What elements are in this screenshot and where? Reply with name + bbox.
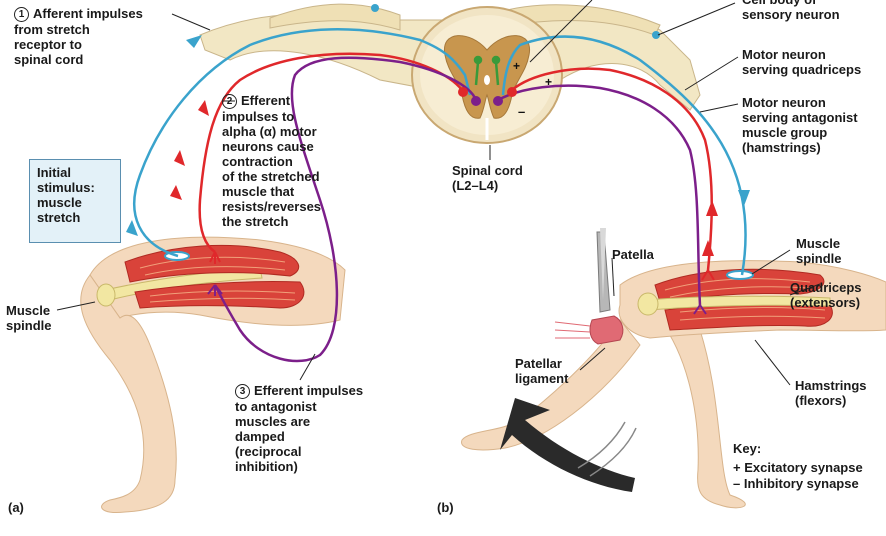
reflex-hammer [554, 228, 624, 345]
synapse-plus-right: + [545, 75, 552, 89]
efferent-antagonist-path-b [497, 84, 702, 306]
key-inhibitory: – Inhibitory synapse [733, 476, 859, 491]
lower-leg-a [80, 274, 177, 514]
step2-number: 2 [222, 94, 237, 109]
direction-arrows [126, 35, 750, 256]
muscle-spindle-a-label: Muscle spindle [6, 303, 52, 333]
efferent-antagonist-path-a [213, 56, 478, 363]
panel-a-label: (a) [8, 500, 24, 515]
synapse-plus-left: + [513, 59, 520, 73]
leg-b [461, 260, 886, 509]
step3-label: Efferent impulses to antagonist muscles … [235, 383, 364, 474]
patella-label: Patella [612, 247, 654, 262]
femur-b [644, 295, 831, 311]
initial-stimulus-label: Initial stimulus: muscle stretch [37, 165, 95, 225]
muscle-spindle-b-label: Muscle spindle [796, 236, 842, 266]
initial-stimulus-box: Initial stimulus: muscle stretch [29, 159, 121, 243]
quadriceps-label: Quadriceps (extensors) [790, 280, 862, 310]
cell-body-label: Cell body of sensory neuron [742, 0, 840, 22]
panel-b-label: (b) [437, 500, 454, 515]
spinal-cord-label: Spinal cord (L2–L4) [452, 163, 523, 193]
patellar-ligament-label: Patellar ligament [515, 356, 569, 386]
key-title: Key: [733, 441, 762, 456]
lower-leg-b [658, 319, 746, 509]
step3-number: 3 [235, 384, 250, 399]
synapse-minus: – [518, 104, 525, 119]
step1-label: Afferent impulses from stretch receptor … [14, 6, 143, 67]
step2-label: Efferent impulses to alpha (α) motor neu… [222, 93, 322, 229]
nerve-endings [207, 251, 715, 315]
sensory-cell-body-right [652, 31, 660, 39]
motor-antagonist-label: Motor neuron serving antagonist muscle g… [742, 95, 858, 155]
interneurons [473, 55, 501, 86]
leader-lines [56, 0, 821, 386]
efferent-alpha-path-a [198, 52, 463, 254]
hamstrings-label: Hamstrings (flexors) [795, 378, 867, 408]
quadriceps-b [654, 268, 825, 303]
swinging-leg-b [461, 319, 641, 451]
motion-lines [577, 421, 637, 477]
key-excitatory: + Excitatory synapse [733, 460, 863, 475]
motor-quadriceps-label: Motor neuron serving quadriceps [742, 47, 862, 77]
muscle-spindle-b [726, 270, 754, 280]
step1-number: 1 [14, 7, 29, 22]
leg-a [80, 236, 346, 514]
sensory-cell-body-left [371, 4, 379, 12]
afferent-path-a [133, 28, 472, 258]
